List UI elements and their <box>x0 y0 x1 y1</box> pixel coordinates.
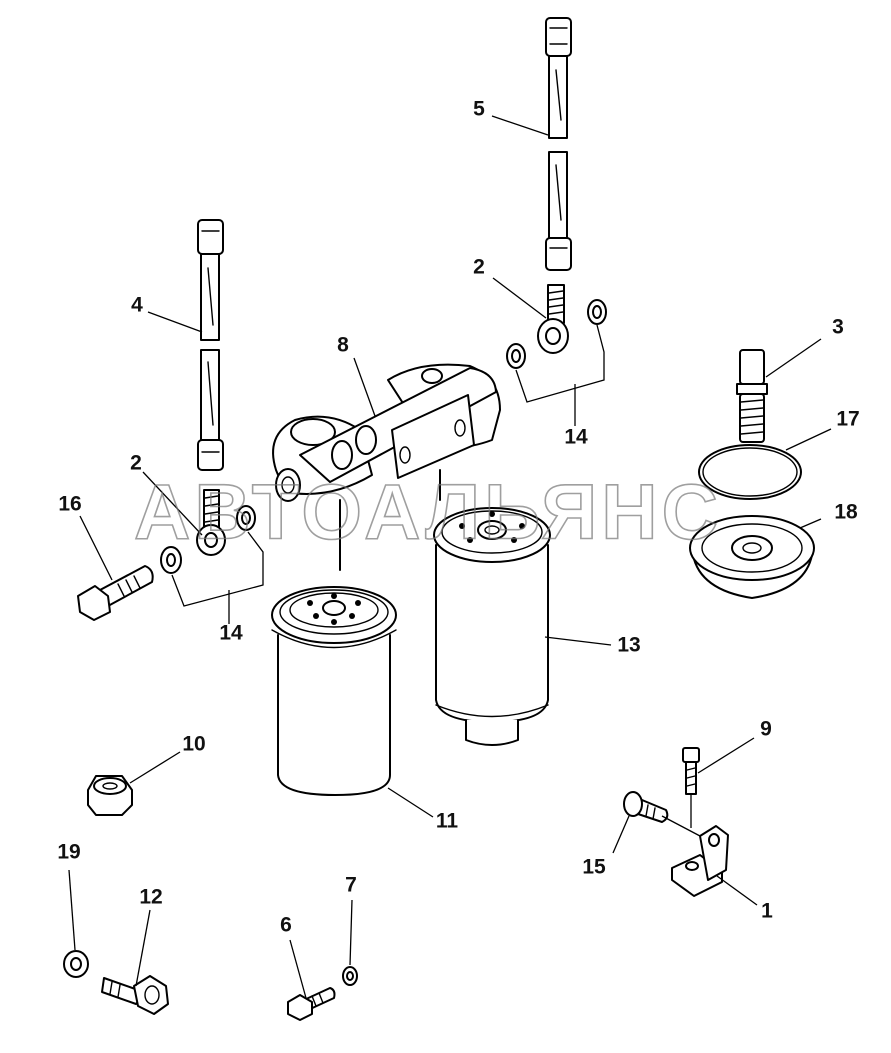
part-5-fuel-tube <box>545 17 572 271</box>
callout-13: 13 <box>617 634 640 657</box>
callout-11: 11 <box>436 810 459 833</box>
part-17-o-ring <box>698 444 802 500</box>
part-6-bolt <box>287 987 336 1021</box>
part-12-bolt <box>101 975 169 1015</box>
callout-10: 10 <box>182 733 205 756</box>
part-10-nut <box>87 775 133 816</box>
callout-8: 8 <box>337 334 349 357</box>
callout-1: 1 <box>761 900 773 923</box>
callout-14-upper: 14 <box>564 426 588 449</box>
callout-2-upper: 2 <box>473 256 485 279</box>
callout-12: 12 <box>139 886 162 909</box>
part-16-banjo-bolt <box>77 565 154 621</box>
part-2-banjo-fitting-upper <box>506 284 607 369</box>
part-7-washer <box>342 966 358 986</box>
part-8-filter-head <box>272 363 501 571</box>
watermark-text: АВТОАЛЬЯНС <box>134 468 722 556</box>
part-13-filter-cartridge <box>433 507 551 746</box>
callout-7: 7 <box>345 874 357 897</box>
callout-labels: 1 2 2 3 4 5 6 7 8 9 10 11 12 13 14 14 15… <box>57 98 859 937</box>
part-15-bolt <box>623 791 669 823</box>
callout-14-lower: 14 <box>219 622 243 645</box>
leader-lines <box>68 115 832 999</box>
callout-5: 5 <box>473 98 485 121</box>
callout-3: 3 <box>832 316 844 339</box>
part-1-bracket <box>671 825 729 897</box>
part-11-filter-cartridge <box>271 586 397 796</box>
part-18-cover <box>689 515 815 599</box>
callout-18: 18 <box>834 501 858 524</box>
part-3-plug <box>736 349 768 443</box>
part-4-fuel-tube <box>197 219 224 471</box>
callout-15: 15 <box>582 856 606 879</box>
callout-9: 9 <box>760 718 772 741</box>
callout-2-lower: 2 <box>130 452 142 475</box>
part-2-banjo-fitting-lower <box>160 489 256 574</box>
callout-4: 4 <box>131 294 143 317</box>
callout-17: 17 <box>836 408 859 431</box>
callout-19: 19 <box>57 841 80 864</box>
callout-16: 16 <box>58 493 81 516</box>
callout-6: 6 <box>280 914 292 937</box>
part-19-washer <box>63 950 89 978</box>
part-9-bolt <box>682 747 700 795</box>
